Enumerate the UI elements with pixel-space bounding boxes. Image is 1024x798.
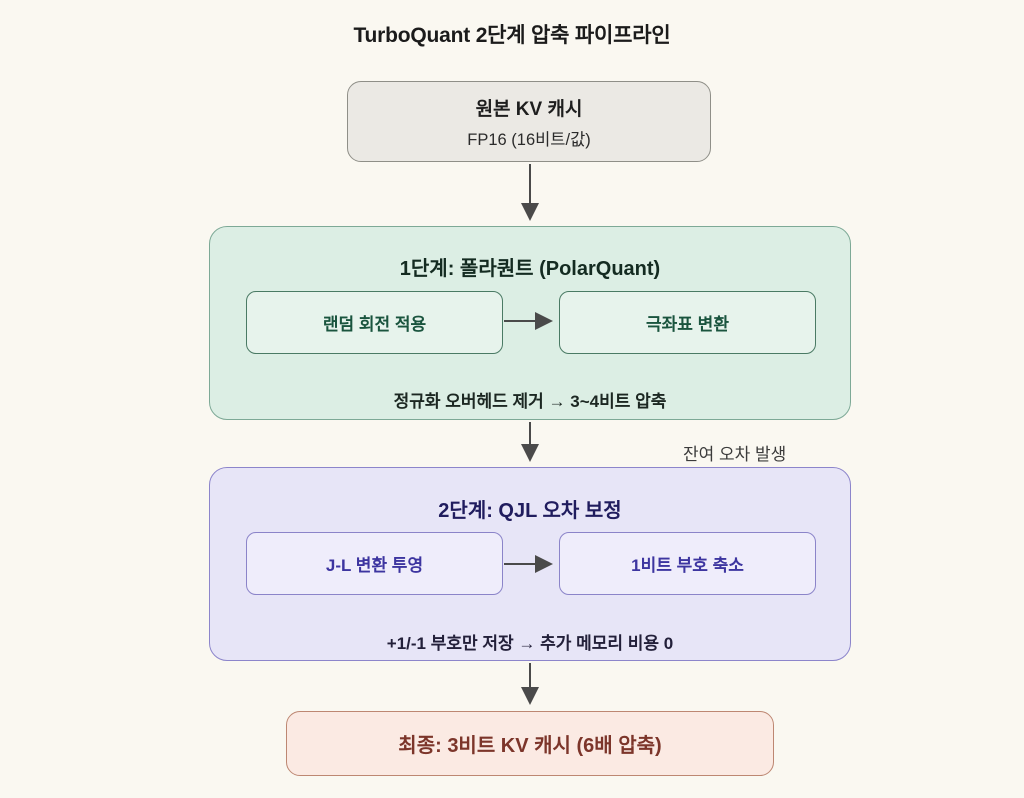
node-final-result: 최종: 3비트 KV 캐시 (6배 압축)	[286, 711, 774, 776]
stage1-caption: 정규화 오버헤드 제거 → 3~4비트 압축	[393, 392, 667, 411]
stage1-title: 1단계: 폴라퀀트 (PolarQuant)	[399, 258, 661, 280]
stage1-step-polar-transform: 극좌표 변환	[559, 291, 816, 354]
node-source-subtitle: FP16 (16비트/값)	[467, 130, 591, 149]
page-title: TurboQuant 2단계 압축 파이프라인	[353, 24, 671, 47]
stage1-step-random-rotation: 랜덤 회전 적용	[246, 291, 503, 354]
edge-label-residual-error: 잔여 오차 발생	[683, 445, 787, 464]
stage2-title: 2단계: QJL 오차 보정	[438, 500, 622, 522]
node-final-title: 최종: 3비트 KV 캐시 (6배 압축)	[398, 735, 662, 757]
node-source-title: 원본 KV 캐시	[475, 98, 583, 120]
node-source-kv-cache: 원본 KV 캐시 FP16 (16비트/값)	[347, 81, 711, 162]
stage2-caption: +1/-1 부호만 저장 → 추가 메모리 비용 0	[386, 634, 674, 653]
stage2-qjl-container: 2단계: QJL 오차 보정 J-L 변환 투영 1비트 부호 축소 +1/-1…	[209, 467, 851, 661]
stage2-step-jl-projection: J-L 변환 투영	[246, 532, 503, 595]
stage1-polarquant-container: 1단계: 폴라퀀트 (PolarQuant) 랜덤 회전 적용 극좌표 변환 정…	[209, 226, 851, 420]
stage2-step-1bit-sign: 1비트 부호 축소	[559, 532, 816, 595]
